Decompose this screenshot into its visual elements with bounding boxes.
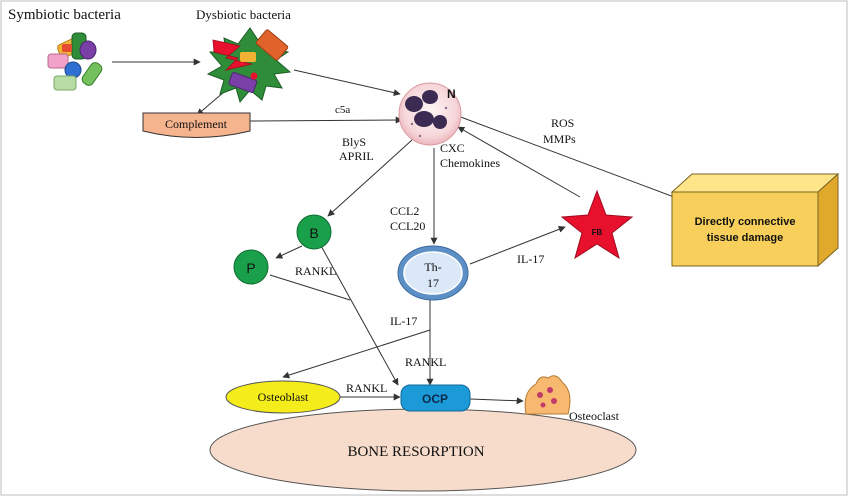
osteoblast-label: Osteoblast bbox=[258, 390, 309, 404]
label-ros: ROS bbox=[551, 116, 574, 130]
label-rankl-ob: RANKL bbox=[346, 381, 387, 395]
symbiotic-label: Symbiotic bacteria bbox=[8, 7, 121, 23]
tissue-damage-box bbox=[670, 172, 840, 268]
tissue-damage-line2: tissue damage bbox=[707, 232, 783, 244]
ocp-label: OCP bbox=[422, 392, 448, 406]
edge-b-to-p bbox=[275, 245, 303, 259]
complement-box bbox=[142, 112, 251, 138]
label-blys: BlyS bbox=[342, 135, 366, 149]
edge-th17-to-osteoblast bbox=[282, 329, 431, 379]
label-ccl20: CCL20 bbox=[390, 219, 425, 233]
tissue-damage-line1: Directly connective bbox=[695, 216, 796, 228]
th17-label-line1: Th- bbox=[424, 260, 441, 274]
osteoclast-cell bbox=[524, 375, 571, 415]
label-c5a: c5a bbox=[335, 104, 350, 116]
symbiotic-bacteria-cluster bbox=[47, 32, 103, 91]
label-april: APRIL bbox=[339, 149, 374, 163]
b-cell-label: B bbox=[309, 225, 318, 241]
edge-p-rankl bbox=[269, 274, 351, 301]
ocp-box bbox=[400, 384, 471, 412]
neutrophil-cell bbox=[398, 82, 462, 146]
edge-dysbiotic-to-complement bbox=[196, 91, 225, 116]
edge-neutrophil-to-tissue bbox=[457, 115, 691, 205]
fb-star bbox=[560, 189, 634, 260]
p-cell-label: P bbox=[246, 260, 255, 276]
p-cell bbox=[233, 249, 269, 285]
complement-label: Complement bbox=[165, 117, 228, 131]
label-il17-fb: IL-17 bbox=[517, 252, 544, 266]
bone-resorption-label: BONE RESORPTION bbox=[347, 444, 484, 460]
label-mmps: MMPs bbox=[543, 132, 576, 146]
edge-neutrophil-to-b bbox=[327, 139, 413, 217]
th17-label-line2: 17 bbox=[427, 276, 439, 290]
label-chemokines: Chemokines bbox=[440, 156, 500, 170]
edge-b-to-ocp bbox=[319, 243, 399, 386]
edge-complement-to-neutrophil bbox=[249, 116, 403, 124]
edge-fb-to-neutrophil bbox=[457, 126, 581, 198]
osteoclast-label: Osteoclast bbox=[569, 409, 620, 423]
label-rankl-p: RANKL bbox=[295, 264, 336, 278]
label-il17-th: IL-17 bbox=[390, 314, 417, 328]
th17-cell bbox=[403, 251, 463, 295]
fb-label: FB bbox=[592, 228, 603, 237]
dysbiotic-label: Dysbiotic bacteria bbox=[196, 7, 291, 22]
label-ccl2: CCL2 bbox=[390, 204, 419, 218]
dysbiotic-bacteria-cluster bbox=[206, 27, 292, 104]
neutrophil-label: N bbox=[447, 87, 456, 101]
edge-ocp-to-osteoclast bbox=[469, 397, 524, 405]
edge-dysbiotic-to-neutrophil bbox=[293, 69, 401, 97]
label-rankl-th: RANKL bbox=[405, 355, 446, 369]
label-cxc: CXC bbox=[440, 141, 465, 155]
b-cell bbox=[296, 214, 332, 250]
osteoblast-ellipse bbox=[225, 380, 341, 414]
edge-th17-to-fb bbox=[469, 226, 566, 265]
